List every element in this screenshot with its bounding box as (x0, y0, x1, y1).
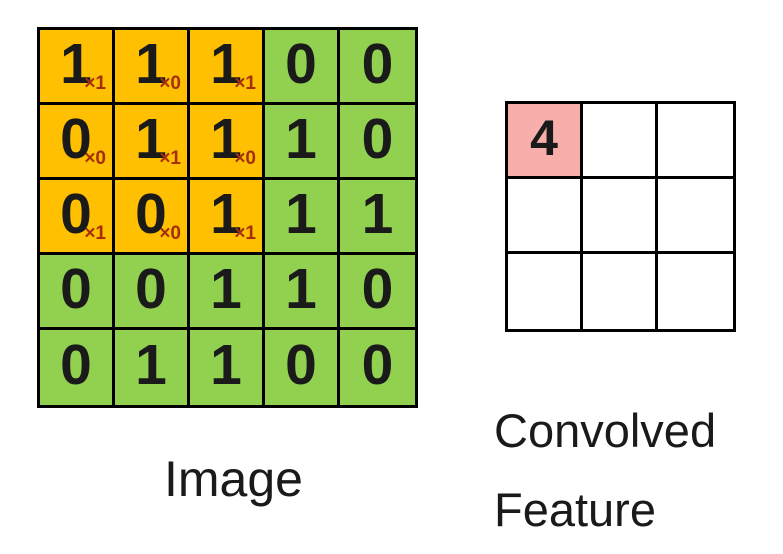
image-cell-r1-c1: 1×1 (115, 105, 190, 180)
cell-value: 1 (135, 31, 167, 96)
cell-value: 1 (210, 256, 242, 321)
convolved-feature-grid: 4 (505, 101, 736, 332)
image-cell-r0-c2: 1×1 (190, 30, 265, 105)
cell-value: 1 (285, 181, 317, 246)
cell-value: 0 (361, 31, 394, 96)
kernel-multiplier: ×1 (84, 73, 106, 94)
kernel-multiplier: ×1 (159, 148, 181, 169)
image-cell-r1-c2: 1×0 (190, 105, 265, 180)
kernel-multiplier: ×1 (234, 73, 256, 94)
image-label: Image (164, 451, 303, 507)
convolved-cell-r2-c1 (583, 254, 658, 329)
cell-value: 0 (285, 31, 317, 96)
image-cell-r2-c3: 1 (265, 180, 340, 255)
cell-value: 1 (210, 333, 242, 397)
image-cell-r2-c4: 1 (340, 180, 415, 255)
image-cell-r3-c0: 0 (40, 255, 115, 330)
convolved-cell-r0-c2 (658, 104, 733, 179)
cell-value: 1 (210, 106, 242, 171)
convolved-cell-r0-c0: 4 (508, 104, 583, 179)
convolved-cell-r1-c0 (508, 179, 583, 254)
convolved-cell-r1-c2 (658, 179, 733, 254)
cell-value: 0 (361, 333, 394, 397)
cell-value: 4 (530, 110, 558, 166)
image-cell-r3-c3: 1 (265, 255, 340, 330)
kernel-multiplier: ×0 (234, 148, 256, 169)
image-cell-r1-c4: 0 (340, 105, 415, 180)
image-cell-r0-c1: 1×0 (115, 30, 190, 105)
cell-value: 1 (135, 106, 167, 171)
cell-value: 0 (60, 333, 92, 397)
cell-value: 0 (285, 333, 317, 397)
image-cell-r4-c3: 0 (265, 330, 340, 405)
image-cell-r4-c2: 1 (190, 330, 265, 405)
cell-value: 0 (135, 256, 167, 321)
cell-value: 1 (285, 106, 317, 171)
image-cell-r0-c3: 0 (265, 30, 340, 105)
kernel-multiplier: ×0 (84, 148, 106, 169)
image-cell-r2-c0: 0×1 (40, 180, 115, 255)
kernel-multiplier: ×1 (234, 223, 256, 244)
kernel-multiplier: ×0 (159, 223, 181, 244)
kernel-multiplier: ×1 (84, 223, 106, 244)
image-cell-r3-c2: 1 (190, 255, 265, 330)
image-cell-r3-c4: 0 (340, 255, 415, 330)
image-cell-r2-c1: 0×0 (115, 180, 190, 255)
cell-value: 0 (60, 256, 92, 321)
image-cell-r0-c0: 1×1 (40, 30, 115, 105)
convolved-cell-r0-c1 (583, 104, 658, 179)
convolved-cell-r2-c0 (508, 254, 583, 329)
cell-value: 1 (210, 31, 242, 96)
image-cell-r4-c4: 0 (340, 330, 415, 405)
image-cell-r2-c2: 1×1 (190, 180, 265, 255)
cell-value: 0 (60, 181, 92, 246)
convolved-cell-r2-c2 (658, 254, 733, 329)
cell-value: 0 (60, 106, 92, 171)
cell-value: 1 (285, 256, 317, 321)
cell-value: 0 (361, 106, 394, 171)
cell-value: 1 (135, 333, 167, 397)
cell-value: 1 (210, 181, 242, 246)
convolved-cell-r1-c1 (583, 179, 658, 254)
cell-value: 0 (361, 256, 394, 321)
image-cell-r4-c0: 0 (40, 330, 115, 405)
kernel-multiplier: ×0 (159, 73, 181, 94)
cell-value: 1 (361, 181, 394, 246)
image-cell-r3-c1: 0 (115, 255, 190, 330)
image-cell-r1-c0: 0×0 (40, 105, 115, 180)
image-cell-r0-c4: 0 (340, 30, 415, 105)
convolved-feature-label: Convolved Feature (494, 404, 717, 536)
image-cell-r1-c3: 1 (265, 105, 340, 180)
cell-value: 0 (135, 181, 167, 246)
image-cell-r4-c1: 1 (115, 330, 190, 405)
cell-value: 1 (60, 31, 92, 96)
